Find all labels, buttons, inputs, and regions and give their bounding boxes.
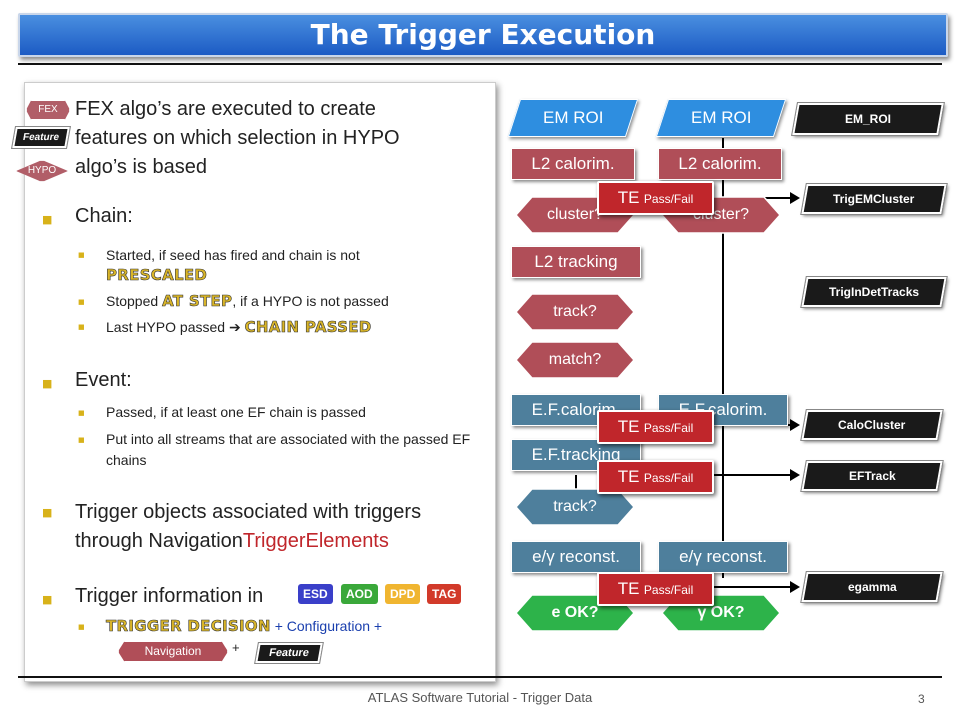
- match-diamond: match?: [514, 340, 636, 380]
- arrowhead: [790, 192, 800, 204]
- page-number: 3: [918, 692, 925, 706]
- arrow-track: [712, 474, 797, 476]
- sub-bullet: ■: [78, 436, 85, 444]
- arrowhead: [790, 581, 800, 593]
- title-divider: [18, 63, 942, 65]
- objects-text: Trigger objects associated with triggers…: [75, 501, 422, 552]
- te-pass-fail-egamma: TE Pass/Fail: [597, 572, 714, 606]
- te-pass-fail-track: TE Pass/Fail: [597, 460, 714, 494]
- object-eftrack: EFTrack: [800, 460, 944, 492]
- legend-hypo: HYPO: [16, 160, 68, 182]
- event-item-streams: Put into all streams that are associated…: [106, 431, 471, 468]
- page-title: The Trigger Execution: [310, 18, 656, 51]
- info-plus: +: [232, 640, 240, 655]
- tag-label: AOD: [346, 587, 373, 601]
- te-pass-fail-calo: TE Pass/Fail: [597, 410, 714, 444]
- footer-text: ATLAS Software Tutorial - Trigger Data: [367, 690, 593, 705]
- l2-calorim-box-2: L2 calorim.: [658, 148, 782, 180]
- object-em-roi: EM_ROI: [791, 102, 945, 136]
- object-trigindettracks: TrigInDetTracks: [800, 276, 948, 308]
- content-panel: [24, 82, 496, 682]
- object-trigemcluster: TrigEMCluster: [800, 183, 948, 215]
- gamma-reconst-box: e/γ reconst.: [658, 541, 788, 573]
- tag-label: ESD: [303, 587, 328, 601]
- tag-dpd: DPD: [385, 584, 421, 604]
- bullet: ■: [42, 506, 53, 519]
- event-item-passed: Passed, if at least one EF chain is pass…: [106, 404, 366, 420]
- em-roi-box: EM ROI: [507, 99, 639, 137]
- info-decision: TRIGGER DECISION + Configuration +: [106, 617, 383, 636]
- arrowhead: [790, 469, 800, 481]
- object-calocluster: CaloCluster: [800, 409, 944, 441]
- feature-badge: Feature: [254, 642, 324, 664]
- event-heading: Event:: [75, 369, 132, 391]
- intro-text: FEX algo’s are executed to create featur…: [75, 98, 400, 178]
- navigation-badge: Navigation: [118, 641, 228, 662]
- l2-tracking-box: L2 tracking: [511, 246, 641, 278]
- chain-item-passed: Last HYPO passed ➔ CHAIN PASSED: [106, 318, 372, 337]
- title-bar: The Trigger Execution: [18, 13, 948, 57]
- arrowhead: [790, 419, 800, 431]
- sub-bullet: ■: [78, 298, 85, 306]
- tag-label: TAG: [432, 587, 457, 601]
- sub-bullet: ■: [78, 323, 85, 331]
- em-roi-box-2: EM ROI: [655, 99, 787, 137]
- object-egamma: egamma: [800, 571, 944, 603]
- flow-line-gamma: [722, 138, 724, 578]
- l2-calorim-box: L2 calorim.: [511, 148, 635, 180]
- info-text: Trigger information in: [75, 585, 264, 607]
- arrow-egamma: [712, 586, 797, 588]
- legend-feature: Feature: [11, 126, 71, 149]
- legend-fex: FEX: [26, 100, 70, 120]
- bullet: ■: [42, 377, 53, 390]
- sub-bullet: ■: [78, 251, 85, 259]
- te-pass-fail-cluster: TE Pass/Fail: [597, 181, 714, 215]
- chain-item-stopped: Stopped AT STEP, if a HYPO is not passed: [106, 292, 389, 311]
- tag-tag: TAG: [427, 584, 462, 604]
- bullet: ■: [42, 213, 53, 226]
- tag-label: DPD: [390, 587, 416, 601]
- sub-bullet: ■: [78, 623, 85, 631]
- chain-item-started: Started, if seed has fired and chain is …: [106, 247, 360, 284]
- e-reconst-box: e/γ reconst.: [511, 541, 641, 573]
- track-diamond: track?: [514, 292, 636, 332]
- sub-bullet: ■: [78, 409, 85, 417]
- bullet: ■: [42, 593, 53, 606]
- tag-aod: AOD: [341, 584, 378, 604]
- footer-divider: [18, 676, 942, 678]
- tag-esd: ESD: [298, 584, 333, 604]
- chain-heading: Chain:: [75, 205, 133, 227]
